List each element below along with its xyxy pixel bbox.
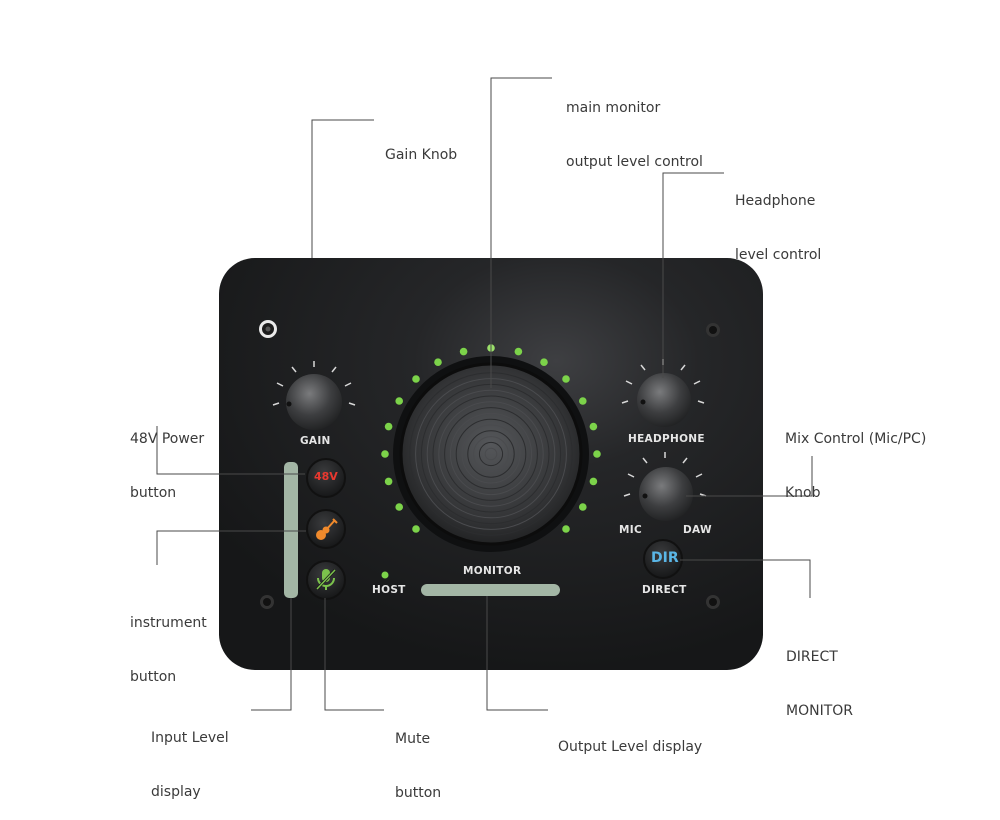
direct-label: DIRECT [642, 584, 687, 596]
callout-headphone-line2: level control [735, 247, 822, 263]
screw-bottom-left [260, 595, 274, 609]
monitor-led [589, 422, 598, 431]
knob-texture-ring [449, 412, 533, 496]
leader-gain-knob [311, 119, 374, 258]
monitor-led [562, 525, 570, 533]
input-level-meter [284, 462, 298, 598]
callout-headphone-line1: Headphone [735, 193, 816, 209]
screw-top-right [706, 323, 720, 337]
monitor-led [412, 375, 420, 383]
48v-button-label: 48V [314, 470, 338, 483]
monitor-led [395, 503, 404, 511]
callout-mute-line1: Mute [395, 731, 431, 747]
knob-texture-ring [432, 395, 550, 513]
callout-headphone: Headphone level control [735, 156, 821, 282]
gain-knob-ticks [272, 361, 356, 406]
callout-main-monitor-line2: output level control [566, 154, 703, 170]
knob-texture-ring [478, 441, 504, 467]
monitor-led [395, 397, 404, 405]
direct-monitor-button[interactable] [643, 539, 683, 579]
gain-knob[interactable] [286, 374, 342, 430]
leader-direct [680, 559, 811, 598]
monitor-led [540, 358, 548, 367]
callout-mix-line1: Mix Control (Mic/PC) [785, 431, 927, 447]
callout-gain-knob: Gain Knob [385, 110, 457, 182]
daw-label: DAW [683, 524, 712, 536]
dir-button-label: DIR [651, 550, 679, 566]
callout-mix-control: Mix Control (Mic/PC) Knob [785, 394, 926, 520]
knob-texture-ring [438, 401, 544, 507]
callout-gain-knob-line1: Gain Knob [385, 147, 458, 163]
callout-direct-line2: MONITOR [786, 703, 853, 719]
leader-headphone [662, 172, 724, 378]
callout-48v-line2: button [130, 485, 177, 501]
callout-input-level-line2: display [151, 784, 201, 800]
monitor-led [384, 477, 393, 486]
callout-output-level-line1: Output Level display [558, 739, 703, 755]
guitar-icon [316, 518, 338, 540]
callout-mute-line2: button [395, 785, 442, 801]
monitor-led [434, 358, 442, 367]
knob-texture-ring [426, 389, 556, 519]
screw-top-left [259, 320, 277, 338]
callout-instrument-line2: button [130, 669, 177, 685]
leader-48v [156, 426, 305, 475]
host-label: HOST [372, 584, 406, 596]
knob-texture-ring [455, 418, 527, 490]
mic-mute-icon [315, 568, 337, 591]
leader-lines [156, 77, 813, 711]
headphone-knob-indicator [640, 399, 646, 405]
leader-output-level [486, 596, 548, 711]
leader-main-monitor [490, 77, 552, 388]
mix-knob-indicator [642, 493, 648, 499]
monitor-led [384, 422, 393, 431]
gain-label: GAIN [300, 435, 331, 447]
monitor-led [459, 347, 468, 356]
headphone-knob[interactable] [637, 373, 691, 427]
leader-mix [686, 456, 813, 497]
callout-direct-line1: DIRECT [786, 649, 838, 665]
knob-texture-ring [444, 407, 538, 501]
leader-mute [324, 598, 384, 711]
monitor-knob[interactable] [399, 362, 583, 546]
knob-texture-ring [467, 430, 515, 478]
leader-input-level [251, 598, 292, 711]
callout-instrument: instrument button [130, 578, 207, 704]
monitor-led [589, 477, 598, 486]
gain-knob-indicator [286, 401, 292, 407]
callout-output-level: Output Level display [558, 702, 702, 774]
screw-bottom-right [706, 595, 720, 609]
output-level-meter [421, 584, 560, 596]
monitor-led-ring [381, 344, 601, 533]
monitor-label: MONITOR [463, 565, 522, 577]
headphone-label: HEADPHONE [628, 433, 705, 445]
callout-48v-power: 48V Power button [130, 394, 204, 520]
knob-texture-ring [461, 424, 521, 484]
monitor-led [562, 375, 570, 383]
leader-instrument [156, 530, 306, 565]
monitor-led [579, 503, 587, 511]
callout-input-level-line1: Input Level [151, 730, 229, 746]
callout-main-monitor: main monitor output level control [566, 63, 703, 189]
monitor-led [593, 450, 601, 458]
48v-power-button[interactable] [306, 458, 346, 498]
knob-texture-ring [484, 447, 498, 461]
monitor-led [381, 450, 389, 458]
callout-direct-monitor: DIRECT MONITOR [786, 612, 853, 738]
monitor-led [412, 525, 420, 533]
callout-main-monitor-line1: main monitor [566, 100, 661, 116]
callout-48v-line1: 48V Power [130, 431, 205, 447]
host-led [381, 571, 389, 579]
callout-mute: Mute button [395, 694, 441, 820]
monitor-led [514, 347, 523, 356]
mix-knob[interactable] [639, 467, 693, 521]
callout-input-level: Input Level display [151, 693, 229, 819]
mic-label: MIC [619, 524, 642, 536]
callout-mix-line2: Knob [785, 485, 821, 501]
monitor-led [579, 397, 587, 405]
knob-texture-ring [473, 436, 509, 472]
device-diagram [156, 77, 813, 711]
callout-instrument-line1: instrument [130, 615, 207, 631]
